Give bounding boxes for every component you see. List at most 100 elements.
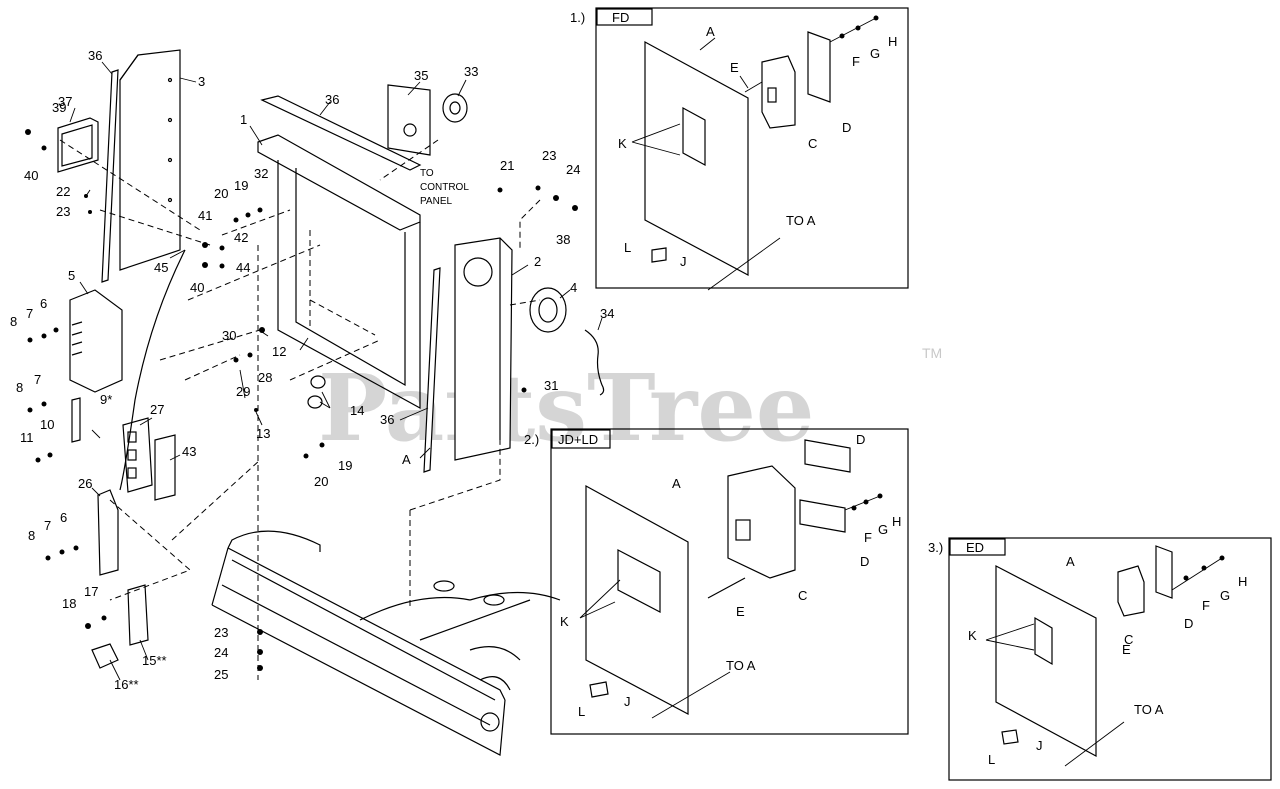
ed-label-G: G: [1220, 588, 1230, 603]
grommet: [529, 287, 567, 333]
callout-36-right: 36: [380, 412, 394, 427]
fd-label-F: F: [852, 54, 860, 69]
fd-label-E: E: [730, 60, 739, 75]
left-strip: [101, 69, 119, 283]
callout-11: 11: [20, 430, 34, 445]
callout-9: 9*: [100, 392, 112, 407]
leader-lines: [69, 61, 603, 681]
right-side-panel: [454, 237, 513, 461]
callout-38: 38: [556, 232, 570, 247]
watermark-tm: TM: [922, 345, 942, 361]
watermark: PartsTree TM: [318, 345, 942, 462]
hardware: [25, 129, 578, 671]
fd-label-L: L: [624, 240, 631, 255]
ed-label-J: J: [1036, 738, 1043, 753]
callout-39: 39: [52, 100, 66, 115]
inset-ed-number: 3.): [928, 540, 943, 555]
callout-37: 37: [58, 94, 72, 109]
callout-19-bottom: 19: [338, 458, 352, 473]
callout-A: A: [402, 452, 411, 467]
callout-23-left: 23: [56, 204, 70, 219]
cable: [584, 329, 605, 396]
relay-block: [122, 417, 153, 493]
to-control-1: TO: [420, 168, 434, 179]
callout-8-c: 8: [28, 528, 35, 543]
callout-33: 33: [464, 64, 478, 79]
callout-43: 43: [182, 444, 196, 459]
meter: [57, 117, 99, 173]
callout-36-left: 36: [88, 48, 102, 63]
callout-41: 41: [198, 208, 212, 223]
fd-label-H: H: [888, 34, 897, 49]
callout-7-a: 7: [26, 306, 33, 321]
callout-34: 34: [600, 306, 614, 321]
callout-4: 4: [570, 280, 577, 295]
callout-24-bottom: 24: [214, 645, 228, 660]
callout-5: 5: [68, 268, 75, 283]
main-exploded-view: 36 3 39 37 40 22 23 1 36 35 33 20 19 32 …: [10, 48, 614, 756]
fd-label-G: G: [870, 46, 880, 61]
fd-label-A: A: [706, 24, 715, 39]
fd-label-K: K: [618, 136, 627, 151]
callout-35: 35: [414, 68, 428, 83]
callout-31: 31: [544, 378, 558, 393]
callout-7-c: 7: [44, 518, 51, 533]
inset-ed-title: ED: [966, 540, 984, 555]
callout-12: 12: [272, 344, 286, 359]
callout-19-top: 19: [234, 178, 248, 193]
callout-36-top: 36: [325, 92, 339, 107]
bushing: [442, 93, 468, 123]
callout-21: 21: [500, 158, 514, 173]
callout-1: 1: [240, 112, 247, 127]
callout-42: 42: [234, 230, 248, 245]
callout-6-a: 6: [40, 296, 47, 311]
ed-label-D: D: [1184, 616, 1193, 631]
callout-2: 2: [534, 254, 541, 269]
callout-30: 30: [222, 328, 236, 343]
wire-harness: [119, 249, 186, 491]
callout-17: 17: [84, 584, 98, 599]
jdld-label-D2: D: [860, 554, 869, 569]
callout-45: 45: [154, 260, 168, 275]
inset-fd: 1.) FD A E C D F G H K L J TO A: [570, 7, 909, 291]
jdld-label-to-a: TO A: [726, 658, 756, 673]
inset-jdld-number: 2.): [524, 432, 539, 447]
left-side-panel: [119, 49, 181, 271]
ed-label-A: A: [1066, 554, 1075, 569]
fd-label-D: D: [842, 120, 851, 135]
plate: [387, 84, 431, 156]
jdld-label-D1: D: [856, 432, 865, 447]
callout-23-bottom: 23: [214, 625, 228, 640]
cover-plate: [154, 434, 176, 501]
inset-ed: 3.) ED A C D E F G H K L J TO A: [928, 537, 1272, 781]
callout-8-a: 8: [10, 314, 17, 329]
callout-40-mid: 40: [190, 280, 204, 295]
callout-10: 10: [40, 417, 54, 432]
callout-24-right: 24: [566, 162, 580, 177]
terminal-strip: [71, 397, 81, 443]
callout-23-right: 23: [542, 148, 556, 163]
inset-jdld: 2.) JD+LD A D D F G H C E K L J TO A: [524, 428, 909, 735]
callout-16: 16**: [114, 677, 139, 692]
bracket-15: [127, 584, 149, 646]
callout-29: 29: [236, 384, 250, 399]
ed-label-L: L: [988, 752, 995, 767]
inset-fd-title: FD: [612, 10, 629, 25]
callout-20-bottom: 20: [314, 474, 328, 489]
callout-8-b: 8: [16, 380, 23, 395]
ed-label-C: C: [1124, 632, 1133, 647]
callout-44: 44: [236, 260, 250, 275]
fd-label-C: C: [808, 136, 817, 151]
ed-label-K: K: [968, 628, 977, 643]
base-frame: [211, 530, 561, 756]
jdld-label-E: E: [736, 604, 745, 619]
jdld-label-J: J: [624, 694, 631, 709]
right-strip: [423, 267, 441, 473]
jdld-label-G: G: [878, 522, 888, 537]
callout-32: 32: [254, 166, 268, 181]
jdld-label-F: F: [864, 530, 872, 545]
assembly-lines: [59, 139, 541, 680]
jdld-label-L: L: [578, 704, 585, 719]
callout-26: 26: [78, 476, 92, 491]
